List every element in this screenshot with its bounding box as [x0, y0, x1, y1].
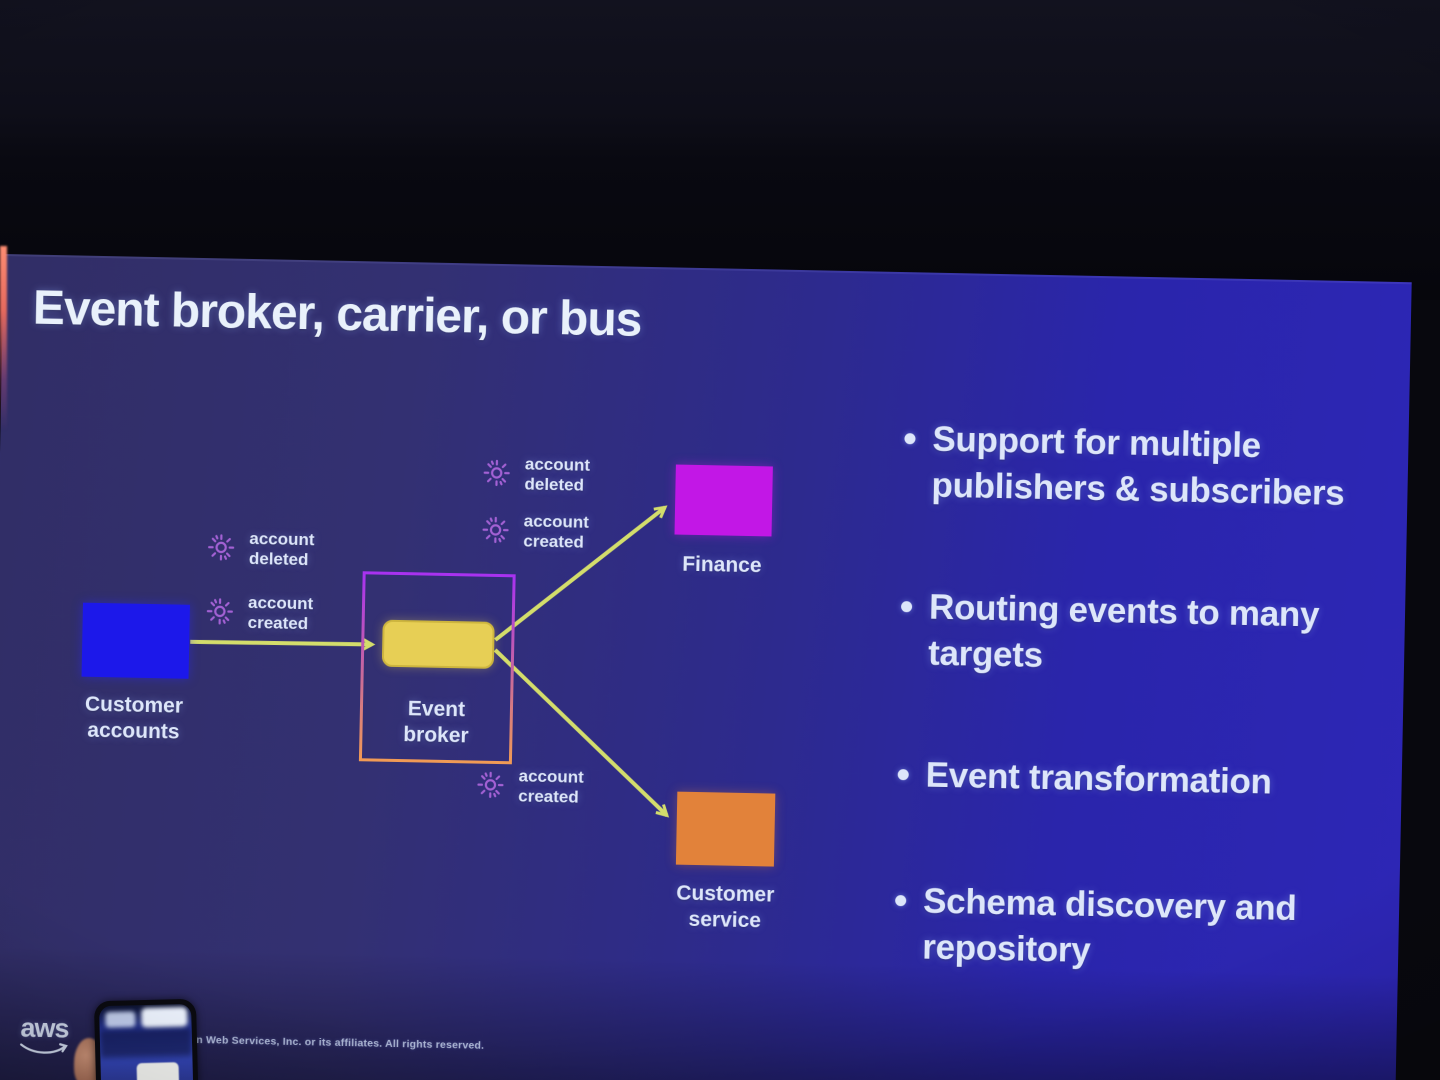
aws-logo: aws: [14, 1012, 75, 1061]
event-account-created: account created: [475, 766, 584, 808]
event-account-created: account created: [204, 592, 313, 634]
phone-screen-white-card: [136, 1062, 180, 1080]
event-burst-icon: [482, 516, 509, 544]
event-account-deleted: account deleted: [481, 454, 590, 496]
finance-label: Finance: [681, 552, 762, 578]
aws-smile-icon: [20, 1043, 68, 1054]
event-label: account created: [523, 511, 590, 552]
phone-screen: [99, 1003, 194, 1080]
event-broker-label: Event broker: [403, 697, 469, 748]
room-background-upper: [0, 0, 1440, 160]
bullet-schema-discovery: Schema discovery and repository: [888, 878, 1390, 979]
bullet-publishers-subscribers: Support for multiple publishers & subscr…: [897, 416, 1399, 517]
arrow-broker-to-customer-service: [493, 648, 670, 818]
phone: [93, 998, 199, 1080]
event-burst-icon: [206, 598, 233, 625]
event-broker-box: [381, 619, 495, 669]
customer-accounts-box: [81, 602, 190, 679]
event-label: account deleted: [248, 528, 315, 570]
phone-screen-dark-band: [99, 1027, 193, 1059]
event-label: account created: [247, 592, 314, 634]
aws-logo-text: aws: [20, 1012, 69, 1044]
phone-screen-highlight: [105, 1011, 136, 1029]
event-label: account created: [518, 766, 584, 807]
screen-edge-light: [0, 246, 7, 431]
bullet-routing-events: Routing events to many targets: [894, 584, 1396, 685]
customer-accounts-label: Customer accounts: [84, 692, 184, 744]
event-account-deleted: account deleted: [206, 528, 315, 570]
event-burst-icon: [483, 459, 510, 487]
event-flow-arrows: [190, 505, 670, 818]
event-account-created: account created: [480, 511, 589, 553]
event-label: account deleted: [524, 454, 591, 495]
arrow-source-to-broker: [190, 637, 376, 652]
customer-service-label: Customer service: [676, 881, 775, 932]
event-burst-icon: [208, 534, 235, 561]
event-burst-icon: [477, 771, 504, 798]
arrow-broker-to-finance: [494, 505, 668, 642]
finance-box: [674, 464, 773, 537]
phone-screen-highlight: [141, 1006, 188, 1029]
customer-service-box: [675, 791, 776, 867]
slide: Event broker, carrier, or bus Customer a…: [0, 254, 1412, 1080]
